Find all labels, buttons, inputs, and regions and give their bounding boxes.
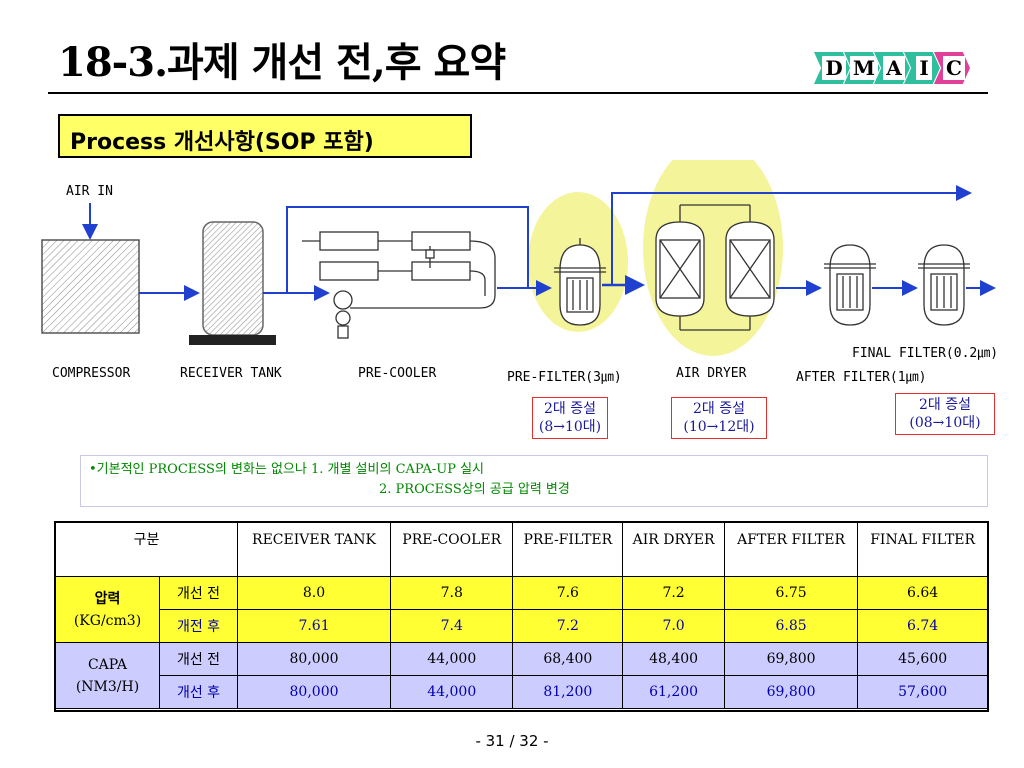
receiver-tank-label: RECEIVER TANK — [180, 366, 282, 381]
table-header-cell: FINAL FILTER — [857, 522, 988, 577]
table-cell: 6.74 — [857, 609, 988, 643]
receiver-tank-icon — [202, 221, 264, 336]
dmaic-letter: D — [822, 56, 846, 80]
table-row: 개선 후 80,000 44,000 81,200 61,200 69,800 … — [56, 675, 988, 709]
table-cell: 45,600 — [857, 642, 988, 676]
air-dryer-icon — [655, 204, 775, 331]
pre-filter-icon — [554, 238, 606, 326]
dmaic-step-d: D — [814, 52, 850, 84]
table-cell: 7.2 — [622, 576, 725, 610]
process-diagram — [41, 160, 996, 356]
pre-cooler-label: PRE-COOLER — [358, 366, 437, 381]
notes-box: •기본적인 PROCESS의 변화는 없으나 1. 개별 설비의 CAPA-UP… — [80, 455, 988, 507]
table-cell: 8.0 — [236, 576, 392, 610]
table-cell: 80,000 — [236, 675, 392, 709]
note-line-2: 2. PROCESS상의 공급 압력 변경 — [379, 482, 570, 497]
page-number: - 31 / 32 - — [475, 732, 549, 750]
page-title: 18-3.과제 개선 전,후 요약 — [58, 39, 506, 86]
note-line-1: •기본적인 PROCESS의 변화는 없으나 1. 개별 설비의 CAPA-UP… — [89, 462, 484, 477]
row-label: 개선 후 — [159, 675, 238, 709]
air-in-label: AIR IN — [66, 184, 113, 199]
dmaic-letter: I — [916, 56, 932, 80]
table-cell: 81,200 — [512, 675, 624, 709]
table-row: 압력 (KG/cm3) 개선 전 8.0 7.8 7.6 7.2 6.75 6.… — [55, 576, 988, 643]
table-row: 개전 후 7.61 7.4 7.2 7.0 6.85 6.74 — [56, 609, 988, 643]
row-label: 개전 후 — [159, 609, 238, 643]
pre-cooler-icon — [302, 231, 496, 339]
row-label: 개선 전 — [159, 576, 238, 610]
row-label: 개선 전 — [159, 642, 238, 676]
table-header-cell: AIR DRYER — [622, 522, 725, 577]
table-cell: 61,200 — [622, 675, 725, 709]
table-header-cell: PRE-FILTER — [512, 522, 624, 577]
table-header-cell: RECEIVER TANK — [236, 522, 392, 577]
dmaic-letter: A — [883, 56, 905, 80]
dmaic-step-c: C — [934, 52, 970, 84]
capa-category: CAPA (NM3/H) — [55, 642, 160, 709]
table-cell: 6.85 — [723, 609, 859, 643]
after-filter-label: AFTER FILTER(1㎛) — [796, 370, 927, 385]
table-header-category: 구분 — [55, 522, 238, 577]
table-cell: 44,000 — [390, 642, 514, 676]
pressure-category: 압력 (KG/cm3) — [55, 576, 160, 643]
dmaic-step-a: A — [874, 52, 910, 84]
compressor-label: COMPRESSOR — [52, 366, 131, 381]
table-cell: 48,400 — [622, 642, 725, 676]
after-filter-icon — [824, 244, 876, 326]
prefilter-expansion-note: 2대 증설(8→10대) — [532, 397, 608, 439]
table-cell: 7.61 — [236, 609, 392, 643]
final-filter-icon — [918, 244, 970, 326]
table-row: CAPA (NM3/H) 개선 전 80,000 44,000 68,400 4… — [55, 642, 988, 709]
table-cell: 6.75 — [723, 576, 859, 610]
compressor-icon — [41, 239, 140, 334]
table-cell: 69,800 — [723, 642, 859, 676]
dmaic-letter: C — [943, 56, 965, 80]
table-cell: 69,800 — [723, 675, 859, 709]
table-cell: 7.0 — [622, 609, 725, 643]
final-filter-expansion-note: 2대 증설(08→10대) — [895, 393, 995, 435]
dmaic-letter: M — [849, 56, 879, 80]
comparison-table: 구분 RECEIVER TANK PRE-COOLER PRE-FILTER A… — [55, 522, 988, 709]
table-cell: 7.2 — [512, 609, 624, 643]
dmaic-step-m: M — [844, 52, 880, 84]
table-cell: 7.6 — [512, 576, 624, 610]
title-divider — [48, 92, 988, 94]
final-filter-label: FINAL FILTER(0.2㎛) — [852, 346, 999, 361]
table-header-cell: PRE-COOLER — [390, 522, 514, 577]
table-cell: 7.8 — [390, 576, 514, 610]
table-header-row: 구분 RECEIVER TANK PRE-COOLER PRE-FILTER A… — [55, 522, 988, 577]
table-cell: 44,000 — [390, 675, 514, 709]
airdryer-expansion-note: 2대 증설(10→12대) — [671, 397, 767, 439]
table-cell: 7.4 — [390, 609, 514, 643]
air-dryer-label: AIR DRYER — [676, 366, 747, 381]
table-cell: 68,400 — [512, 642, 624, 676]
table-cell: 57,600 — [857, 675, 988, 709]
section-subtitle: Process 개선사항(SOP 포함) — [58, 114, 472, 158]
table-cell: 80,000 — [236, 642, 392, 676]
pre-filter-label: PRE-FILTER(3㎛) — [507, 370, 622, 385]
table-cell: 6.64 — [857, 576, 988, 610]
table-header-cell: AFTER FILTER — [723, 522, 859, 577]
